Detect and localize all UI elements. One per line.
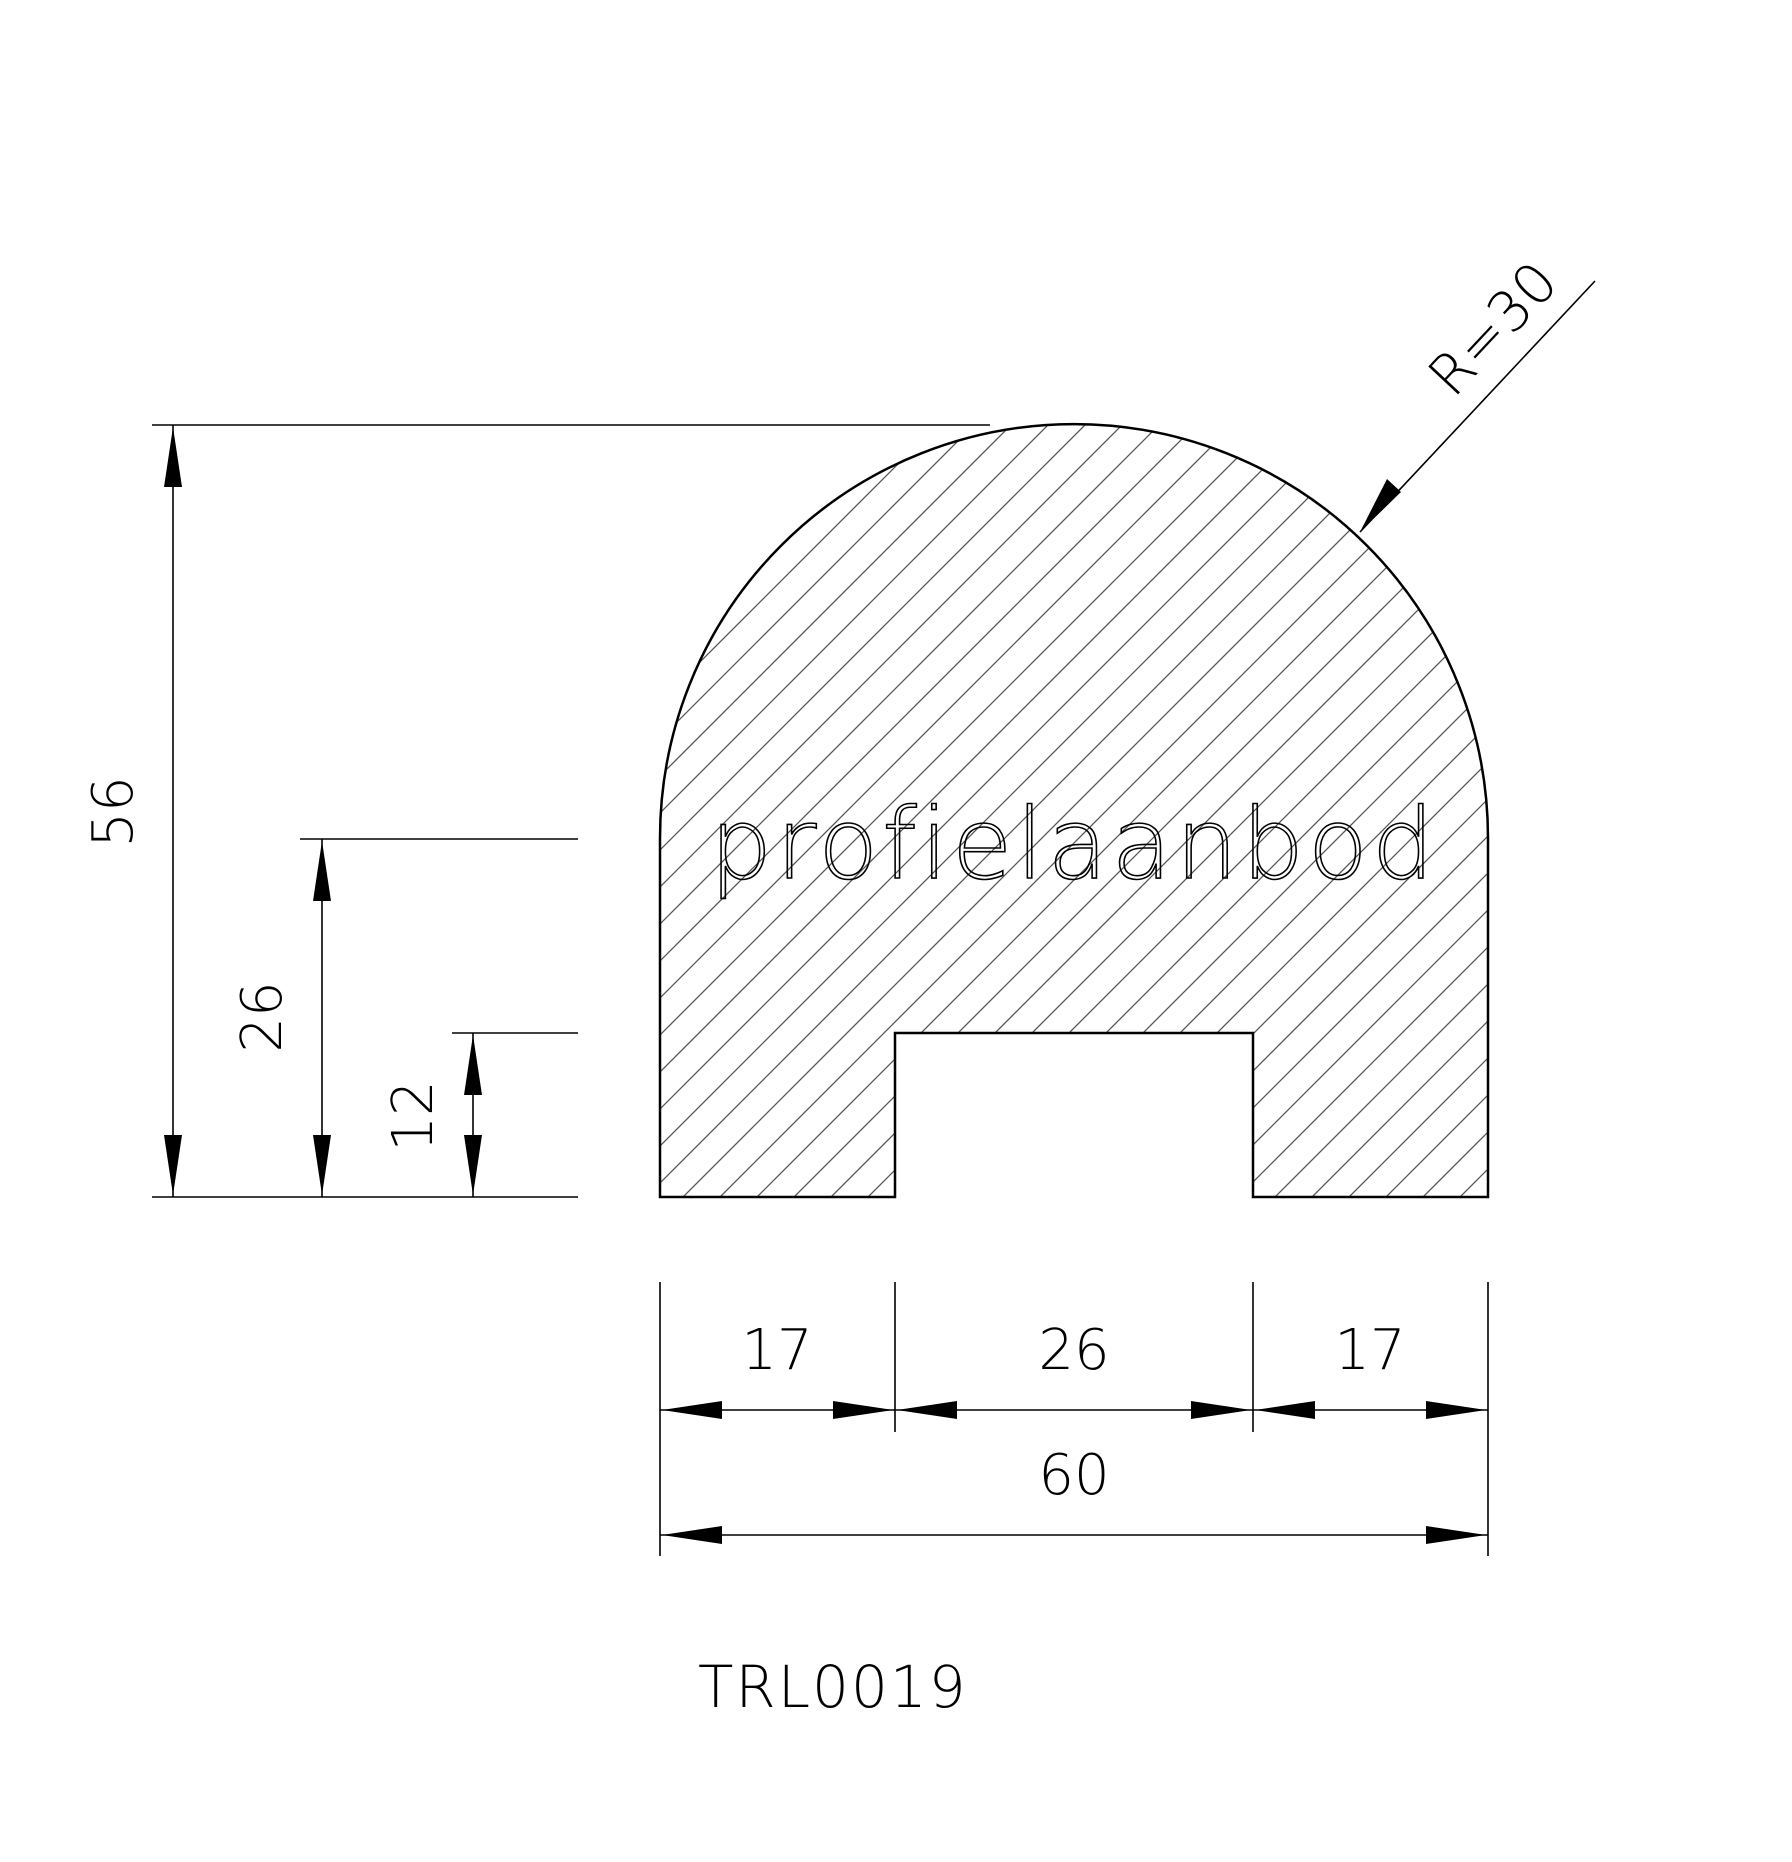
dimension-label-56: 56 (81, 776, 146, 847)
hatch-line (0, 0, 659, 1300)
hatch-line (1245, 424, 1488, 1197)
hatch-line (660, 424, 1326, 1197)
hatch-line (660, 424, 1030, 1197)
hatch-line (660, 424, 1488, 1197)
dimension-label-26-vertical: 26 (230, 981, 295, 1052)
hatch-line (660, 424, 1104, 1197)
dimension-label-12: 12 (381, 1080, 446, 1151)
hatch-line (1171, 424, 1488, 1197)
hatch-line (1356, 424, 1488, 1197)
hatch-line (660, 424, 1488, 1197)
hatch-line (1319, 424, 1488, 1197)
hatch-line (660, 424, 1488, 1197)
dimension-groove-height: 12 (381, 1033, 482, 1197)
dimension-label-17-left: 17 (741, 1318, 812, 1383)
watermark-text: profielaanbod (710, 788, 1438, 902)
hatch-line (1690, 0, 1792, 1300)
hatch-line (1097, 424, 1488, 1197)
dimension-total-height: 56 (81, 425, 182, 1197)
hatch-line (660, 424, 1178, 1197)
hatch-line (1616, 0, 1792, 1300)
hatch-line (1579, 0, 1792, 1300)
hatch-line (1282, 424, 1488, 1197)
hatch-line (1542, 0, 1792, 1300)
hatch-line (660, 424, 1400, 1197)
hatch-line (764, 424, 1488, 1197)
profile-outline (658, 422, 1490, 1199)
hatch-line (660, 424, 1488, 1197)
hatch-line (660, 424, 1474, 1197)
hatch-line (660, 424, 1488, 1197)
hatch-line (1393, 424, 1488, 1197)
hatch-line (660, 424, 1488, 1197)
hatch-line (1023, 424, 1488, 1197)
hatch-line (0, 0, 437, 1300)
hatch-line (1505, 0, 1792, 1300)
hatch-line (660, 424, 734, 1197)
hatch-line (838, 424, 1488, 1197)
dimension-label-17-right: 17 (1334, 1318, 1405, 1383)
hatch-line (660, 424, 1488, 1197)
hatch-line (727, 424, 1488, 1197)
hatch-line (0, 0, 622, 1300)
hatch-line (690, 424, 1488, 1197)
product-code: TRL0019 (698, 1653, 968, 1721)
hatch-line (660, 424, 1437, 1197)
hatch-line (986, 424, 1488, 1197)
hatch-line (660, 424, 1488, 1197)
hatch-line (0, 0, 585, 1300)
hatch-line (660, 424, 1289, 1197)
hatch-line (660, 424, 1488, 1197)
hatch-line (1430, 424, 1488, 1197)
dimension-groove-width: 26 (897, 1318, 1251, 1419)
hatch-line (949, 424, 1488, 1197)
dimension-left-segment: 17 (662, 1318, 893, 1419)
hatch-line (1208, 424, 1488, 1197)
hatch-line (801, 424, 1488, 1197)
hatch-line (660, 424, 1067, 1197)
radius-leader: R=30 (1359, 250, 1596, 533)
dimension-total-width: 60 (660, 1443, 1488, 1544)
hatch-line (1134, 424, 1488, 1197)
hatch-line (1467, 424, 1488, 1197)
hatch-line (0, 0, 400, 1300)
hatch-line (660, 424, 1252, 1197)
hatch-line (660, 424, 993, 1197)
dimension-right-segment: 17 (1255, 1318, 1486, 1419)
dimension-mid-height: 26 (230, 839, 331, 1197)
hatch-line (1060, 424, 1488, 1197)
radius-label: R=30 (1416, 250, 1571, 409)
dimension-label-60: 60 (1038, 1443, 1109, 1508)
hatch-line (0, 0, 548, 1300)
hatch-line (660, 424, 1488, 1197)
hatch-line (660, 424, 1215, 1197)
hatch-line (875, 424, 1488, 1197)
hatch-line (1653, 0, 1792, 1300)
dimension-label-26-horizontal: 26 (1038, 1318, 1109, 1383)
hatch-line (660, 424, 1363, 1197)
hatch-line (660, 424, 1141, 1197)
hatch-line (660, 424, 1488, 1197)
hatch-line (660, 424, 697, 1197)
hatch-line (660, 424, 1488, 1197)
hatch-line (660, 424, 919, 1197)
hatch-line (660, 424, 1488, 1197)
